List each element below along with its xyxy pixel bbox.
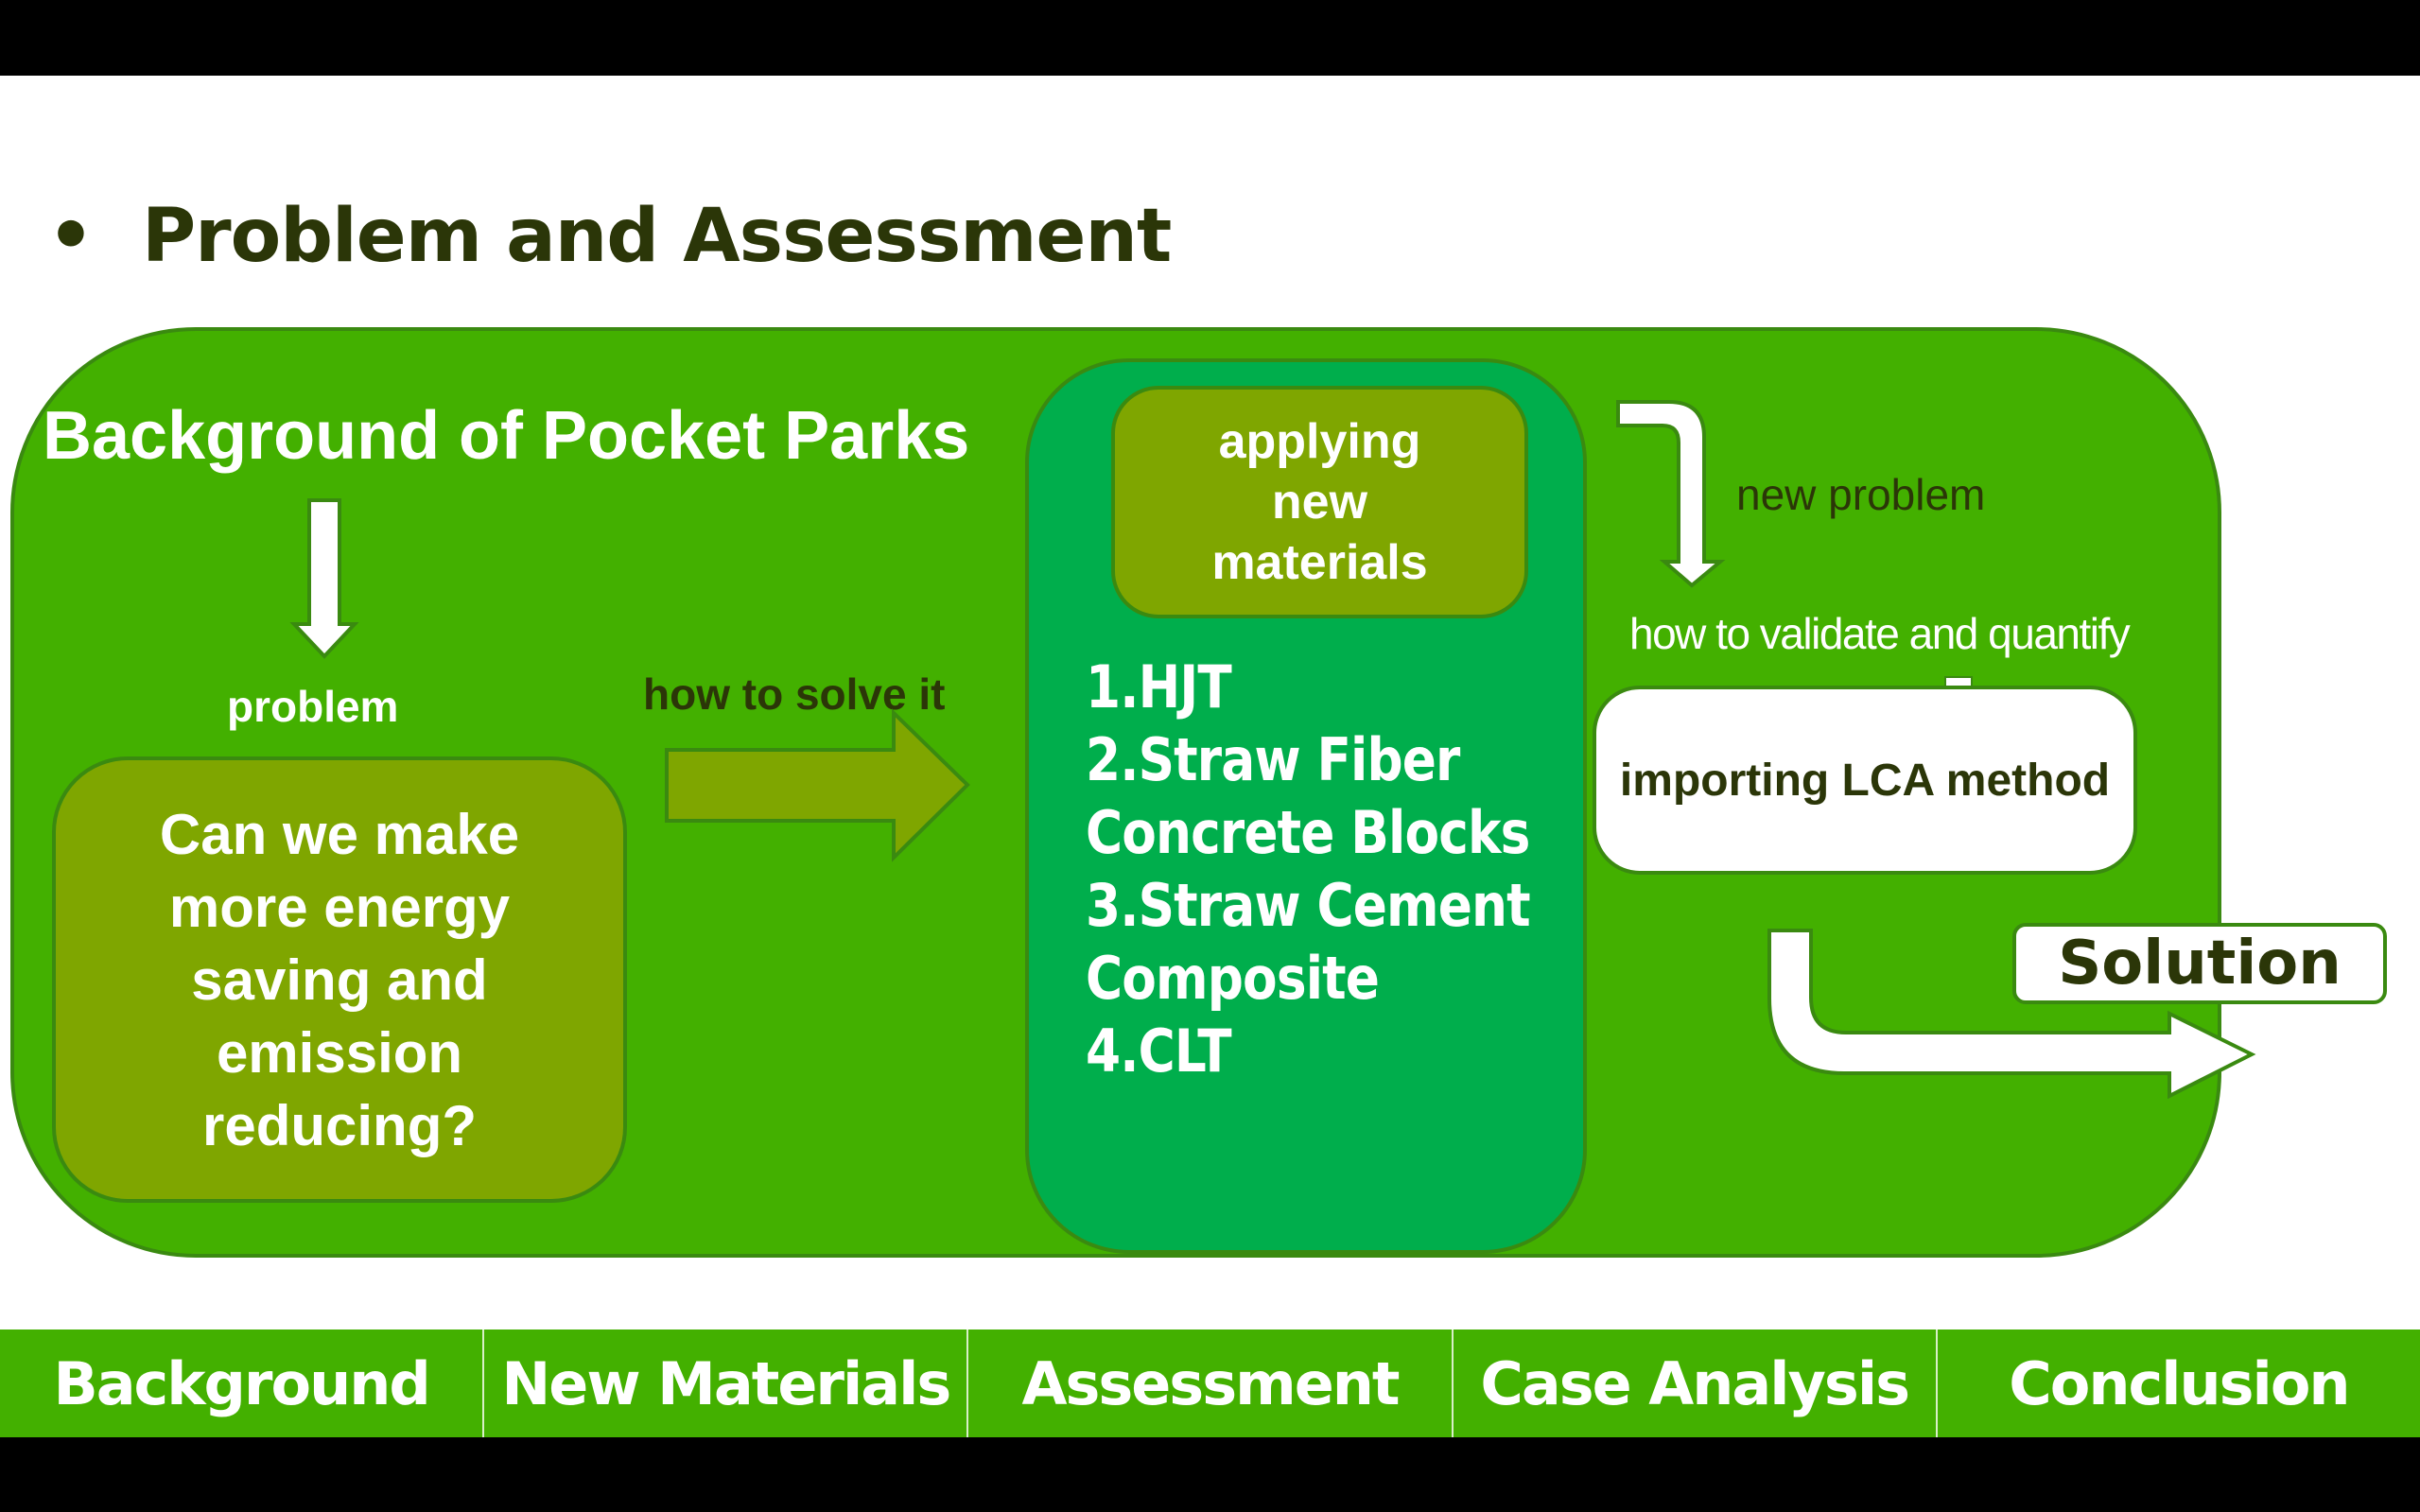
question-line: more energy — [168, 875, 511, 939]
top-black-bar — [0, 0, 2420, 76]
problem-label: problem — [227, 682, 399, 731]
question-line: Can we make — [159, 802, 520, 866]
material-item: 3.Straw Cement — [1086, 871, 1531, 940]
question-box: Can we make more energy saving and emiss… — [52, 756, 627, 1203]
nav-background[interactable]: Background — [0, 1330, 485, 1437]
bottom-black-bar — [0, 1437, 2420, 1512]
how-to-solve-label: how to solve it — [643, 669, 946, 719]
slide-title: • Problem and Assessment — [47, 194, 1172, 279]
background-title: Background of Pocket Parks — [43, 398, 970, 474]
question-line: reducing? — [201, 1093, 477, 1157]
bullet: • — [47, 194, 95, 279]
right-arrow-icon — [665, 708, 970, 862]
new-problem-label: new problem — [1736, 470, 1986, 519]
question-line: emission — [216, 1020, 463, 1085]
apply-line: materials — [1211, 535, 1428, 590]
u-turn-arrow-icon — [1767, 929, 2256, 1100]
nav-new-materials[interactable]: New Materials — [484, 1330, 969, 1437]
apply-line: new — [1271, 475, 1368, 530]
solution-box: Solution — [2012, 923, 2387, 1004]
down-arrow-icon — [289, 498, 359, 659]
bent-down-arrow-icon — [1616, 400, 1726, 588]
validate-label: how to validate and quantify — [1629, 609, 2131, 658]
materials-list: 1.HJT 2.Straw Fiber Concrete Blocks 3.St… — [1086, 651, 1602, 1087]
applying-materials-box: applying new materials — [1111, 386, 1528, 618]
question-line: saving and — [191, 947, 488, 1012]
material-item: 1.HJT — [1086, 652, 1232, 721]
material-item: Concrete Blocks — [1086, 798, 1530, 867]
material-item: Composite — [1086, 944, 1380, 1013]
nav-case-analysis[interactable]: Case Analysis — [1453, 1330, 1938, 1437]
apply-line: applying — [1218, 414, 1421, 469]
material-item: 4.CLT — [1086, 1017, 1232, 1086]
nav-assessment[interactable]: Assessment — [968, 1330, 1454, 1437]
material-item: 2.Straw Fiber — [1086, 725, 1460, 794]
section-nav: Background New Materials Assessment Case… — [0, 1330, 2420, 1437]
slide-title-text: Problem and Assessment — [142, 194, 1172, 279]
nav-conclusion[interactable]: Conclusion — [1937, 1330, 2420, 1437]
lca-method-box: importing LCA method — [1593, 686, 2137, 875]
